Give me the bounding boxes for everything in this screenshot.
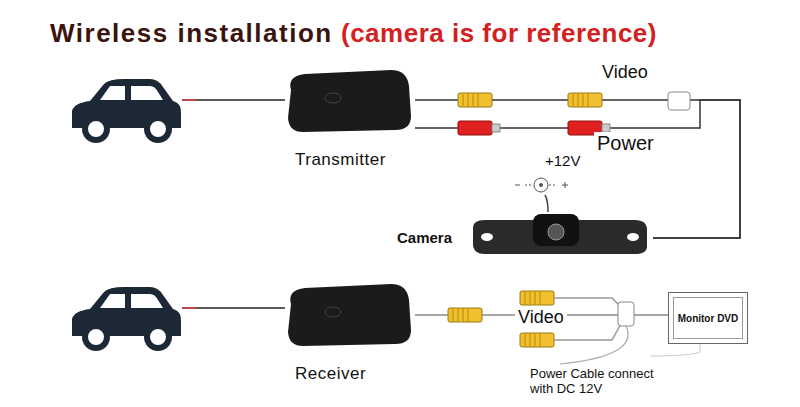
monitor-label: Monitor DVD (678, 313, 739, 324)
device-button (325, 307, 341, 317)
transmitter-label: Transmitter (283, 150, 415, 170)
device-shape (288, 70, 411, 132)
car-icon (72, 287, 181, 348)
rca-plug (448, 308, 482, 322)
signal-label: Power (594, 132, 657, 155)
title: Wireless installation (50, 18, 333, 49)
wire-tip (182, 99, 196, 101)
camera-head (533, 214, 579, 246)
camera-lens (548, 224, 564, 240)
receiver-node: Receiver (283, 282, 415, 384)
rca-plug (520, 333, 554, 347)
device-button (325, 93, 341, 103)
wire (182, 307, 285, 309)
power-plug (458, 121, 500, 135)
car-icon (72, 79, 181, 140)
connector (415, 100, 740, 238)
camera-cable (545, 195, 548, 212)
mount-hole (627, 233, 639, 241)
wire (182, 99, 285, 101)
cable-hub (618, 302, 634, 326)
dc-symbol (515, 178, 568, 192)
rca-plug (520, 291, 554, 305)
signal-label: Video (515, 307, 567, 328)
voltage-label: +12V (545, 152, 580, 169)
rca-plug (458, 93, 492, 107)
cable-hub (668, 92, 690, 110)
subtitle-note: (camera is for reference) (341, 18, 657, 49)
power-cable (560, 326, 628, 364)
note: Power Cable connect with DC 12V (530, 367, 680, 397)
camera-label: Camera (397, 229, 452, 246)
transmitter-node: Transmitter (283, 68, 415, 170)
license-plate-bracket (473, 220, 647, 254)
connector (415, 100, 740, 238)
device-shape (288, 284, 411, 346)
signal-label: Video (599, 62, 651, 83)
monitor-node: Monitor DVD (668, 292, 748, 344)
mount-hole (481, 233, 493, 241)
camera-node: Camera (395, 198, 653, 260)
wire-tip (182, 307, 196, 309)
device-body (283, 68, 415, 134)
rca-plug (568, 93, 602, 107)
device-body (283, 282, 415, 348)
receiver-label: Receiver (283, 364, 415, 384)
monitor-cable (650, 344, 700, 356)
